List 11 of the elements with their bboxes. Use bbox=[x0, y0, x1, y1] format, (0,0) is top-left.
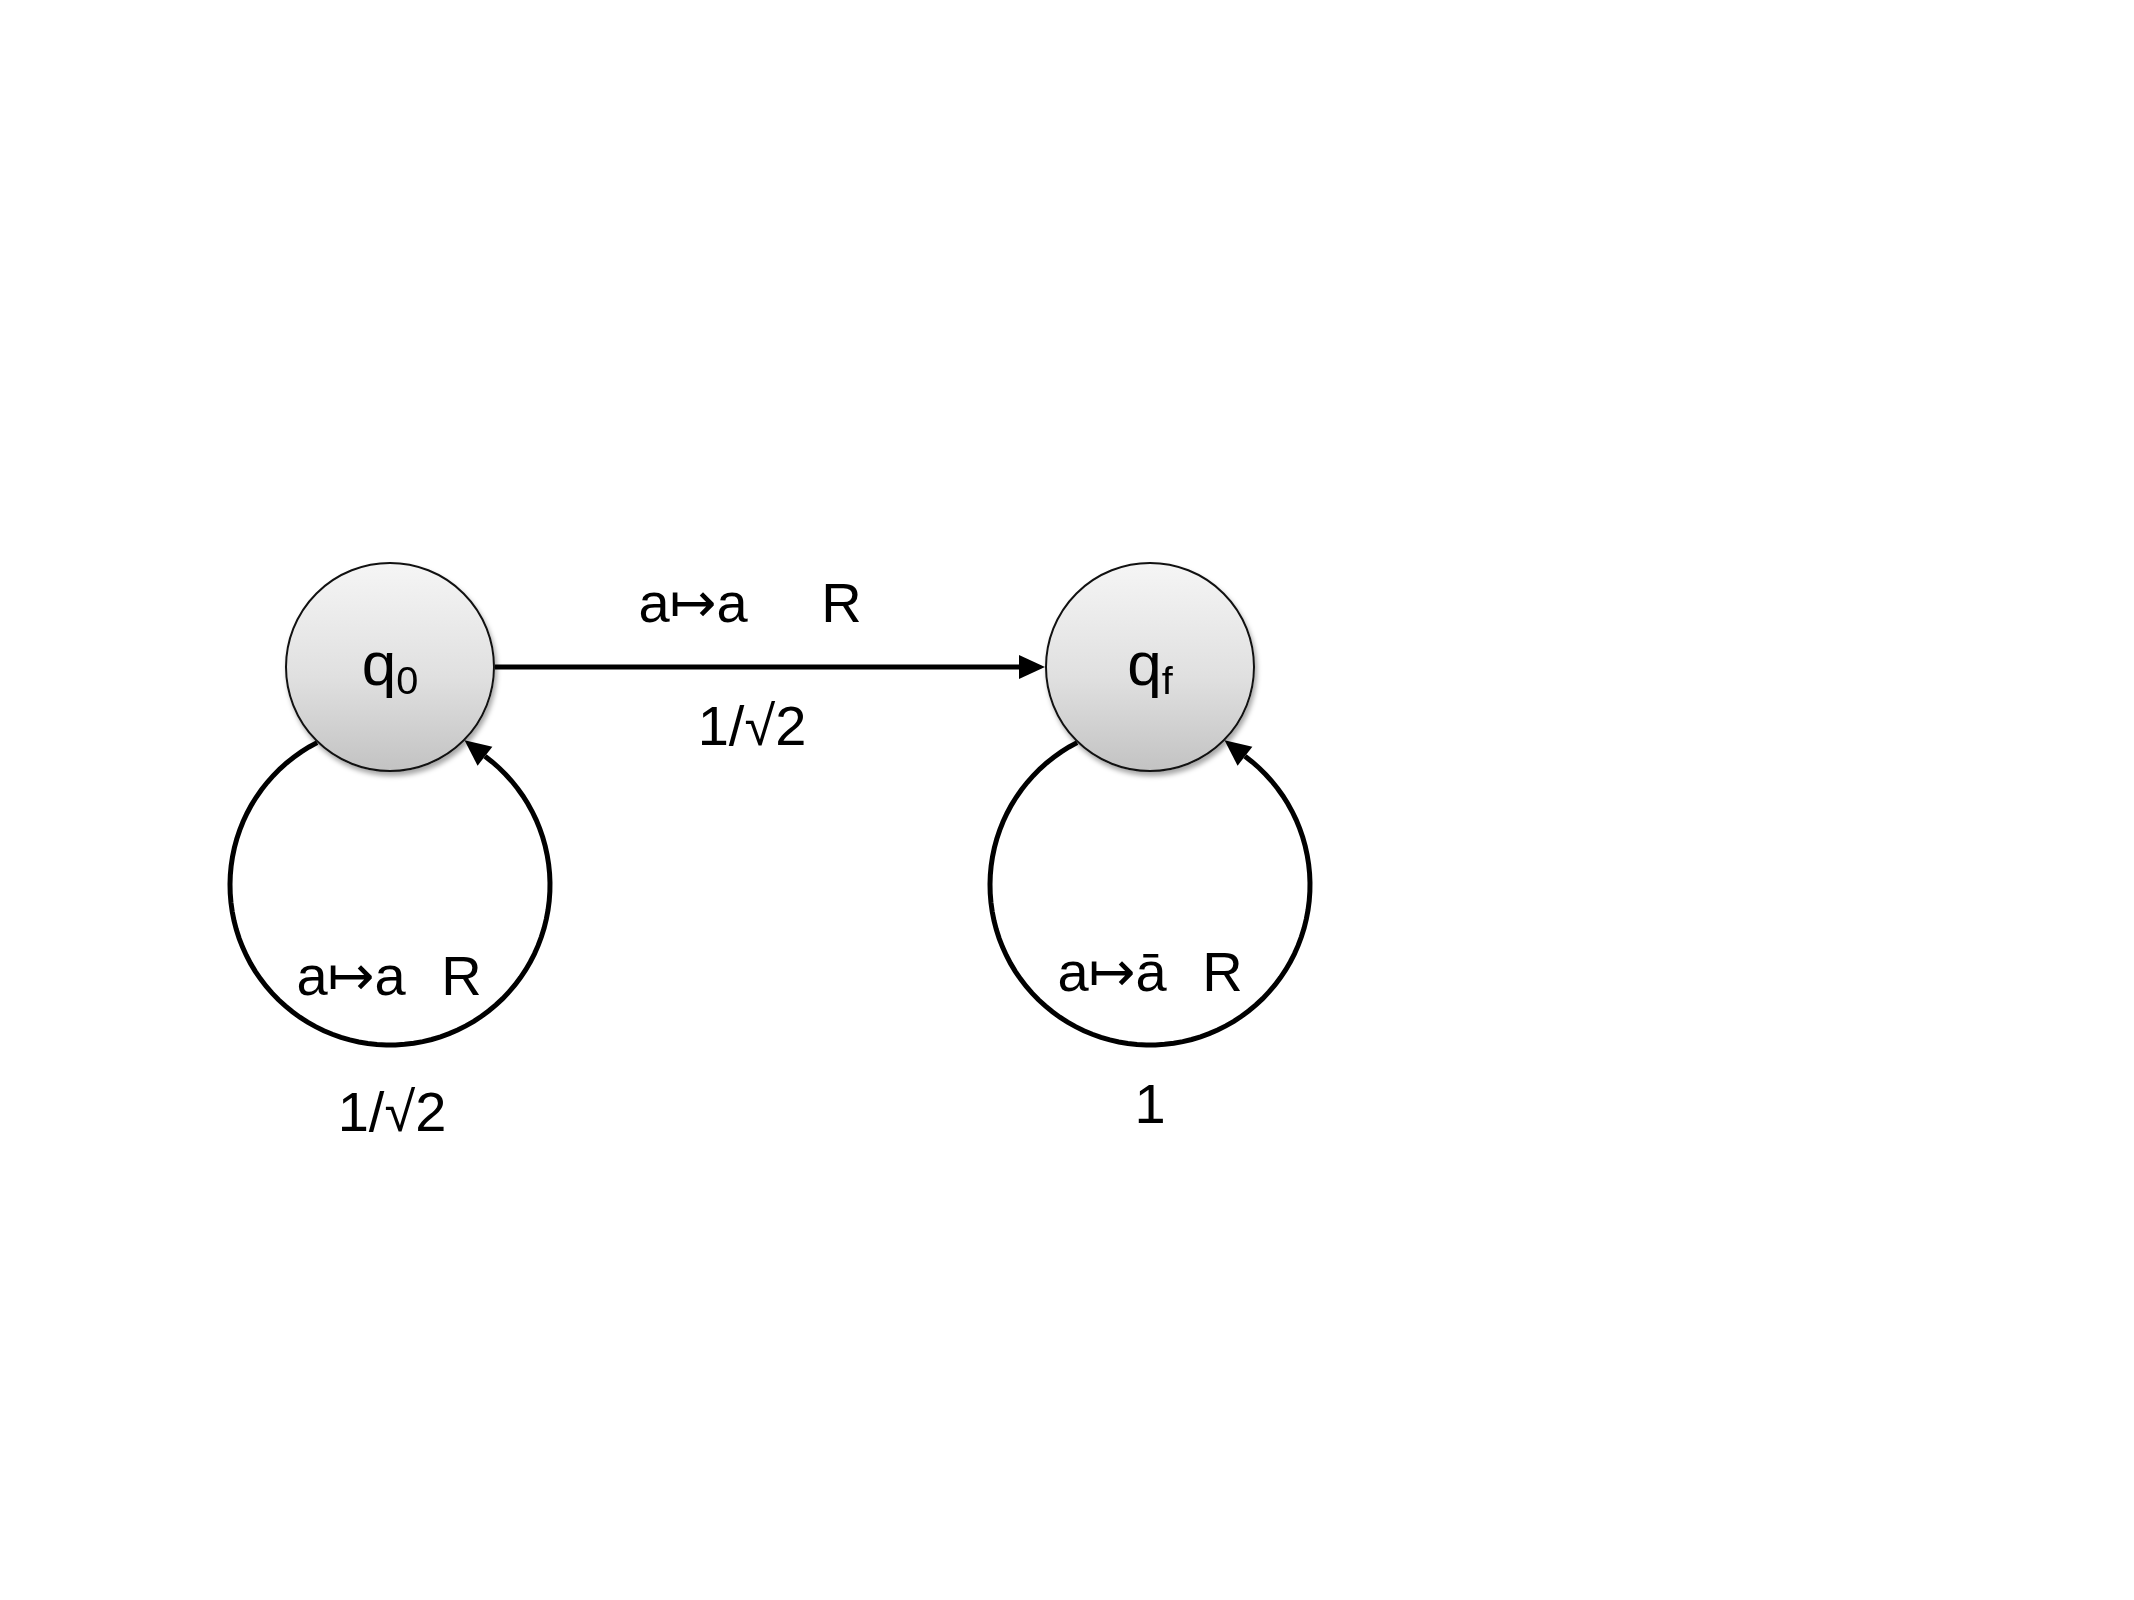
amplitude-label: 1/√2 bbox=[697, 695, 807, 757]
amplitude-label: 1 bbox=[1134, 1073, 1166, 1135]
self-loop-arrow bbox=[987, 740, 1313, 1048]
amplitude-label: 1/√2 bbox=[337, 1081, 447, 1143]
edge-label: a↦a R bbox=[296, 945, 482, 1007]
transition-arrow bbox=[495, 655, 1045, 679]
self-loop-arrow bbox=[227, 740, 553, 1048]
state-label: q$_{0}$ bbox=[361, 633, 419, 701]
edge-label: a↦a R bbox=[638, 572, 862, 634]
edge-label: a↦ā R bbox=[1057, 941, 1243, 1003]
state-label: q$_{f}$ bbox=[1127, 633, 1173, 701]
